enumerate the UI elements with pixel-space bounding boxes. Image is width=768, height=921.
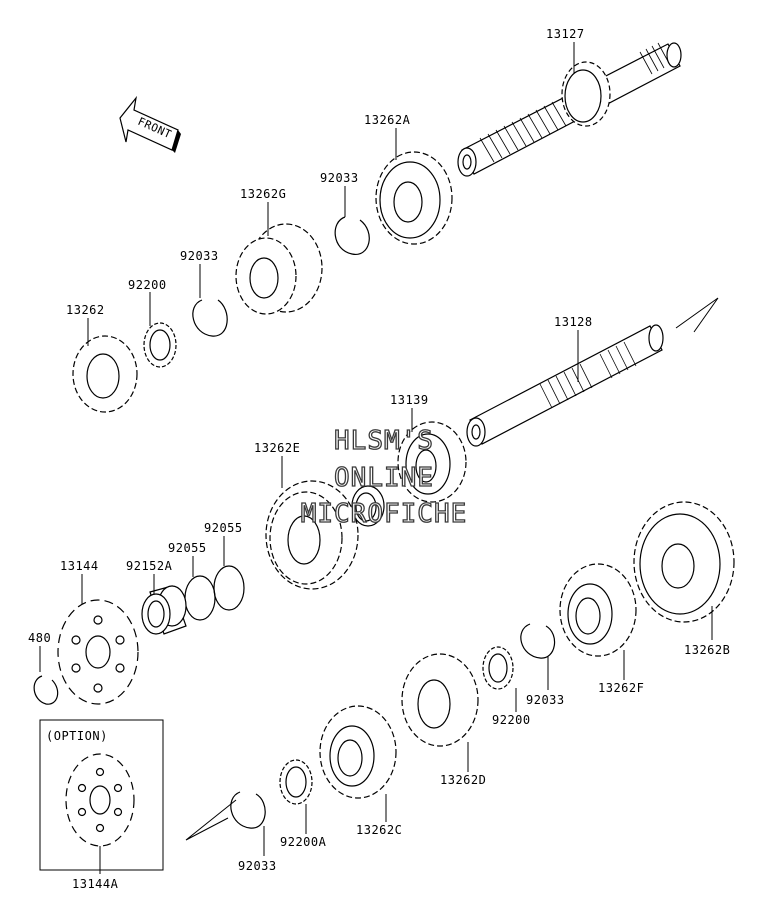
needle-bearing-92200-lower — [482, 646, 514, 690]
gear-13262 — [72, 335, 138, 413]
label-13262E: 13262E — [254, 441, 300, 455]
watermark-line-2: ONLINE — [334, 463, 434, 493]
label-13262D: 13262D — [440, 773, 486, 787]
label-13144A: 13144A — [72, 877, 119, 891]
gear-13262C — [319, 705, 397, 799]
label-13144: 13144 — [60, 559, 99, 573]
gear-13262B — [633, 501, 735, 623]
circlip-92033-bottom — [230, 791, 266, 829]
label-13128: 13128 — [554, 315, 593, 329]
label-92152A: 92152A — [126, 559, 173, 573]
label-92033-lower-right: 92033 — [526, 693, 565, 707]
gear-13262G — [235, 223, 323, 315]
option-box: (OPTION) — [39, 719, 164, 871]
label-13262G: 13262G — [240, 187, 286, 201]
label-13262A: 13262A — [364, 113, 411, 127]
label-92033-bottom: 92033 — [238, 859, 277, 873]
label-13139: 13139 — [390, 393, 429, 407]
label-92200A: 92200A — [280, 835, 327, 849]
gear-13262E — [265, 480, 359, 590]
o-ring-92055-left — [184, 575, 216, 621]
circlip-92033-lower-right — [520, 623, 556, 659]
needle-bearing-92200A — [279, 759, 313, 805]
watermark-line-1: HLSM'S — [334, 426, 434, 456]
label-13262: 13262 — [66, 303, 105, 317]
option-box-label: (OPTION) — [46, 729, 108, 743]
circlip-92033-left — [192, 299, 228, 337]
label-480: 480 — [28, 631, 51, 645]
gear-hub-13139 — [397, 421, 467, 503]
label-92033-upper: 92033 — [320, 171, 359, 185]
axis-arrow-upper-right — [675, 297, 719, 333]
label-13262C: 13262C — [356, 823, 402, 837]
watermark: HLSM'S ONLINE MICROFICHE — [300, 425, 468, 529]
label-92200-upper: 92200 — [128, 278, 167, 292]
label-92033-left: 92033 — [180, 249, 219, 263]
bushing-near-13139 — [351, 485, 385, 527]
gear-13262A — [375, 151, 453, 245]
label-13262B: 13262B — [684, 643, 730, 657]
axis-arrow-lower-left — [185, 799, 237, 841]
o-ring-92055-right — [213, 565, 245, 611]
sprocket-13144A — [65, 753, 135, 847]
leader-lines — [39, 42, 713, 874]
needle-bearing-92200-upper — [143, 322, 177, 368]
label-92055-left: 92055 — [168, 541, 207, 555]
shaft-integrated-gear-13127 — [561, 61, 611, 127]
label-92200-lower: 92200 — [492, 713, 531, 727]
circlip-92033-upper — [334, 216, 370, 255]
circlip-480 — [33, 675, 59, 705]
gear-13262F — [559, 563, 637, 657]
front-arrow-icon: FRONT — [119, 95, 181, 153]
gear-13262D — [401, 653, 479, 747]
label-13127: 13127 — [546, 27, 585, 41]
watermark-line-3: MICROFICHE — [301, 499, 468, 529]
part-labels: 13127 13262A 92033 13262G 92033 92200 13… — [28, 27, 730, 891]
label-13262F: 13262F — [598, 681, 644, 695]
label-92055-right: 92055 — [204, 521, 243, 535]
sprocket-13144 — [57, 599, 139, 705]
countershaft-13128 — [466, 324, 664, 447]
collar-92152A — [141, 585, 187, 635]
